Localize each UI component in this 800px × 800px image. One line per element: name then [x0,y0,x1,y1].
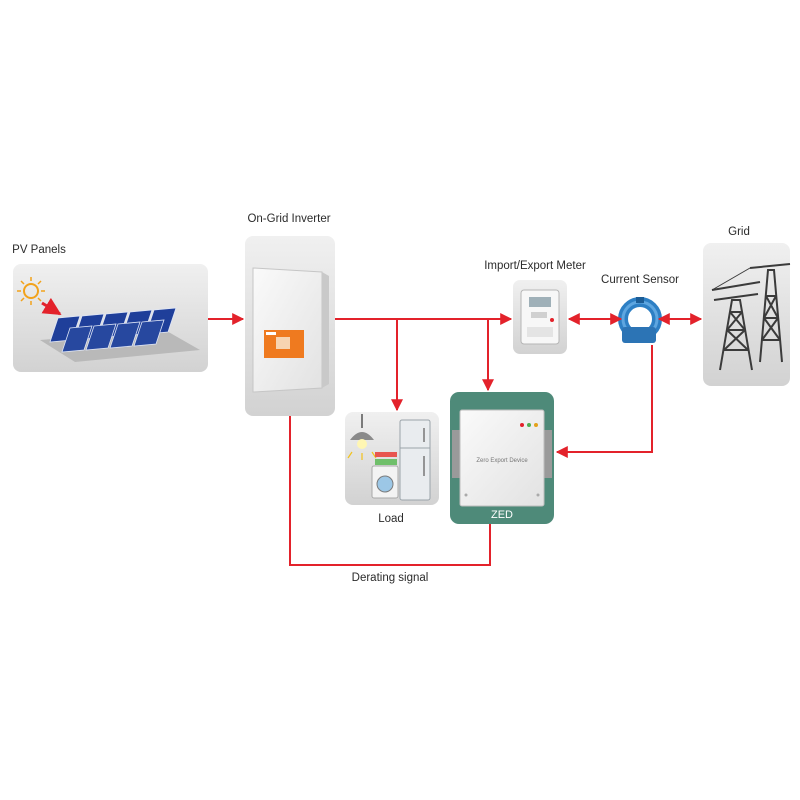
current-sensor-label: Current Sensor [601,274,679,286]
zed-tag: ZED [491,509,513,521]
derating-signal-line [289,416,491,566]
current-clamp-sensor [618,297,662,343]
inverter-card [245,236,335,416]
zed-card [450,392,554,524]
solar-panel-array [40,307,200,362]
energy-meter [520,289,560,345]
transmission-tower [711,263,791,371]
inverter-label: On-Grid Inverter [247,213,331,225]
grid-card [703,243,791,386]
zero-export-device [452,409,552,507]
meter-label: Import/Export Meter [484,260,586,272]
lamp-icon [347,414,377,460]
sun-icon [17,277,45,305]
refrigerator-icon [399,419,431,501]
arrow-sensor-to-zed [555,345,653,458]
washing-machine-icon [371,452,399,499]
pv-panels-label: PV Panels [12,244,66,256]
derating-signal-label: Derating signal [351,572,429,584]
load-label: Load [378,513,404,525]
zed-device-text: Zero Export Device [476,458,528,464]
sunlight-arrow [41,297,62,316]
grid-label: Grid [728,226,750,238]
inverter-unit [252,267,329,393]
power-flow-lines [208,313,703,566]
load-card [345,412,439,505]
pv-panels-card [13,264,208,372]
meter-card [513,280,567,354]
